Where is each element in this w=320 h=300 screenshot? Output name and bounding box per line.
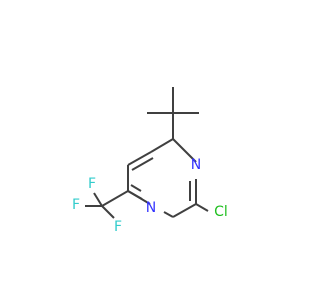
- molecule-drawing: N N Cl F F F: [72, 87, 228, 235]
- bond-c6-to-n1-lower: [127, 190, 151, 205]
- bond-ring-to-cf3: [101, 190, 129, 207]
- bond-c5-c6-outer: [127, 151, 152, 166]
- atom-cl: Cl: [214, 204, 228, 220]
- bond-c2-n3: [163, 211, 174, 218]
- bond-n3-c2-right: [172, 203, 197, 218]
- bond-n3-c4: [172, 138, 197, 163]
- bond-cf3-f-bottom: [101, 205, 115, 219]
- bond-cf3-f-top: [93, 192, 103, 207]
- atom-n-bottom: N: [146, 200, 156, 216]
- bond-c4-c5: [150, 138, 174, 153]
- atom-n-top: N: [191, 157, 201, 173]
- bond-c2-cl: [195, 203, 209, 212]
- structure-canvas: N N Cl F F F: [71, 87, 228, 235]
- bond-n1-c2-double: [130, 184, 142, 192]
- atom-f-left: F: [72, 197, 80, 213]
- atom-f-bottom: F: [114, 219, 122, 235]
- atom-f-top: F: [88, 176, 96, 192]
- bond-c5-c6-inner: [131, 157, 154, 171]
